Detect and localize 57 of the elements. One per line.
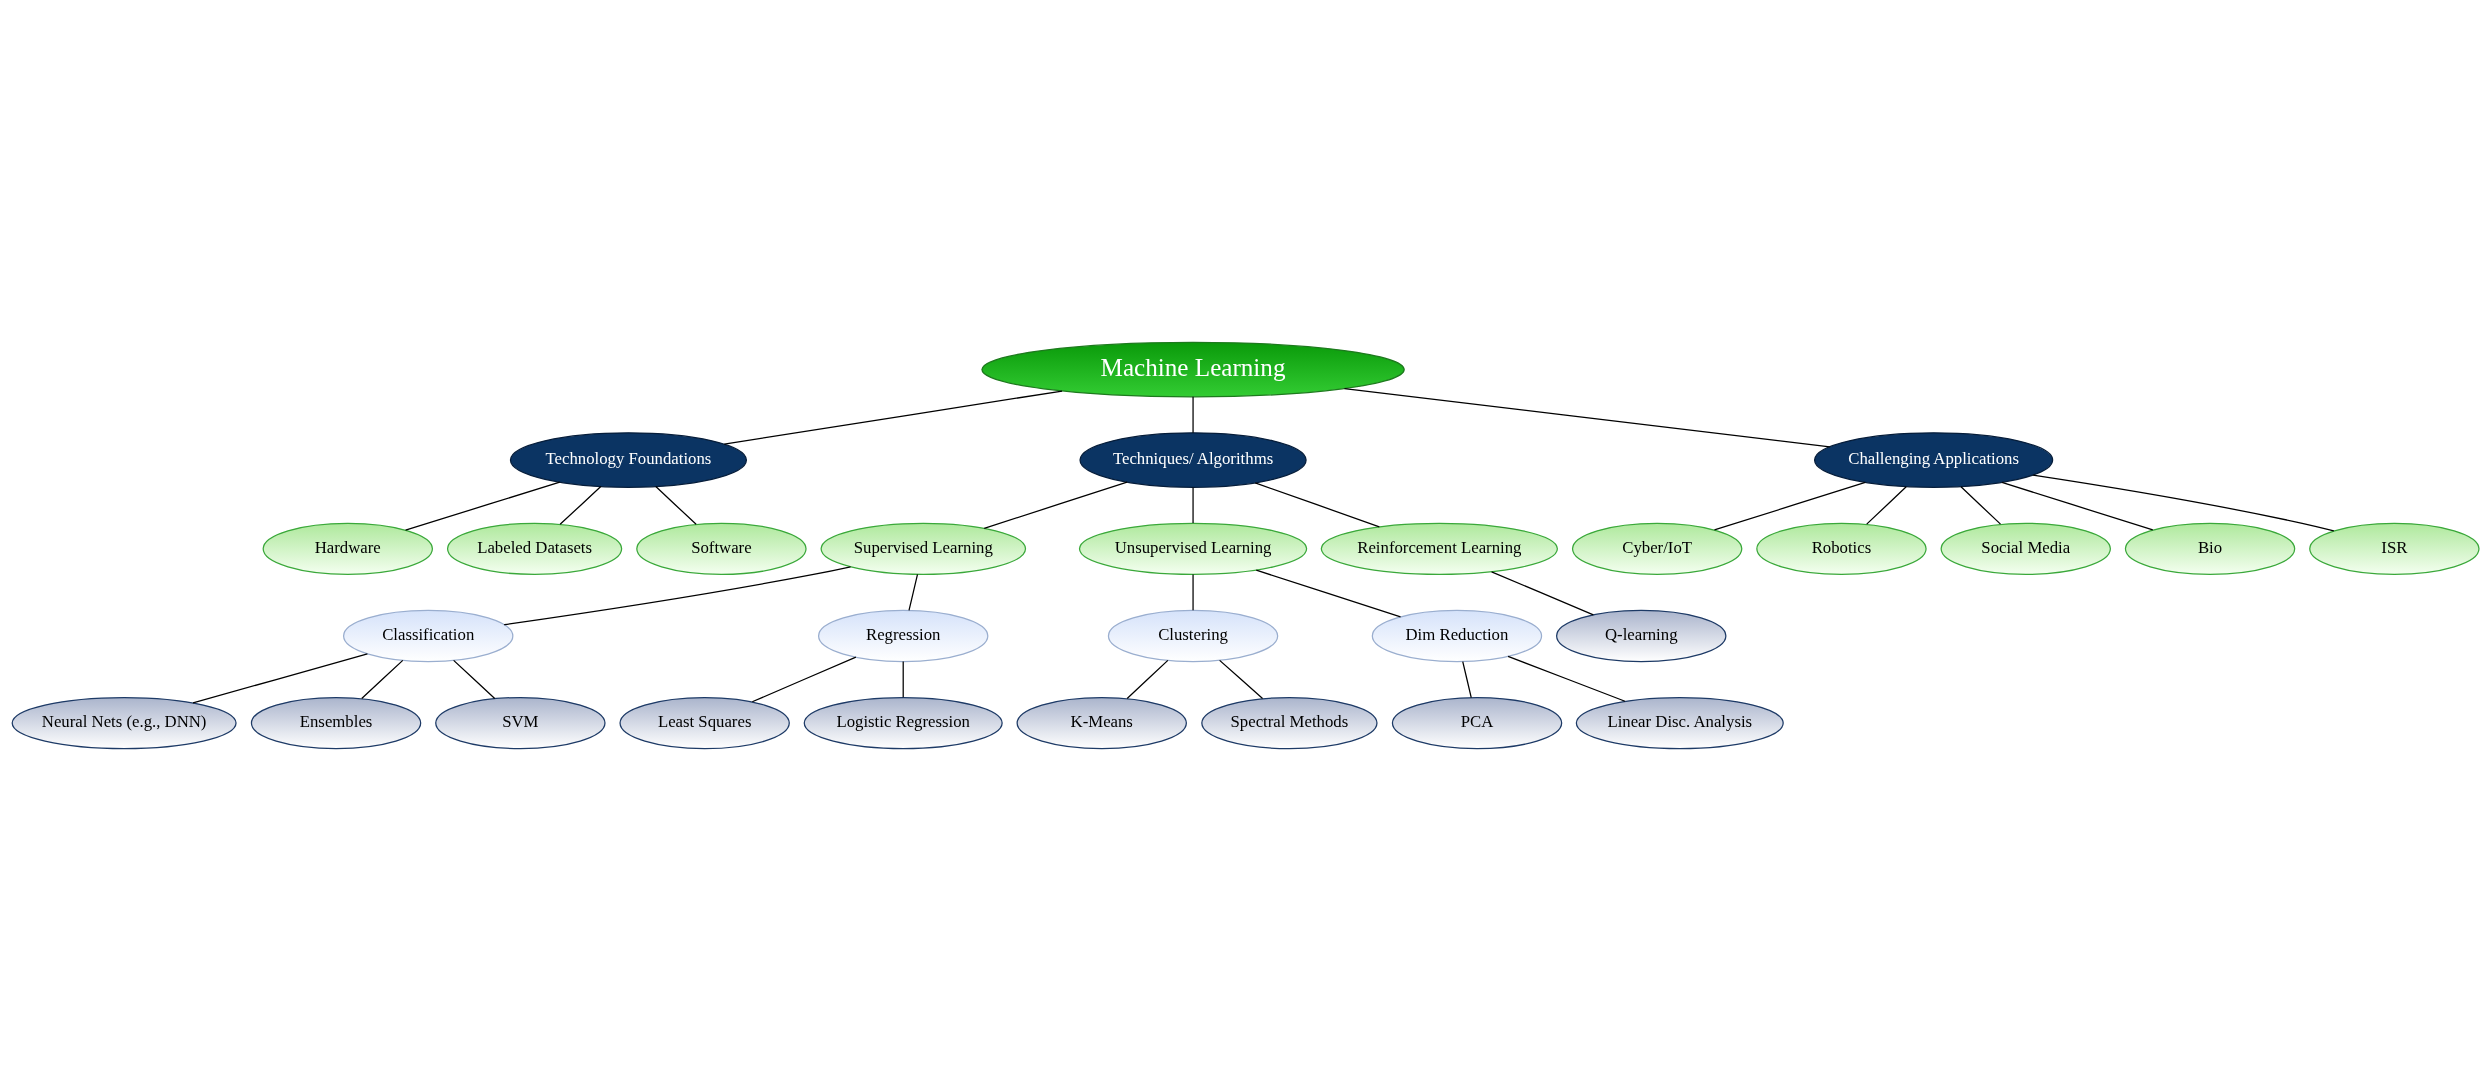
- connector: [1255, 569, 1402, 617]
- connector: [1219, 659, 1264, 699]
- node-ellipse: Social Media: [1940, 522, 2111, 575]
- node-ellipse: Regression: [817, 609, 989, 662]
- connector: [983, 481, 1128, 529]
- connector: [1866, 485, 1907, 525]
- node-ellipse: Reinforcement Learning: [1320, 522, 1558, 575]
- node-ellipse: ISR: [2309, 522, 2480, 575]
- node-ellipse: PCA: [1391, 696, 1563, 749]
- connector: [1462, 660, 1472, 698]
- node-ellipse: Spectral Methods: [1201, 696, 1378, 749]
- node-ellipse: Robotics: [1756, 522, 1927, 575]
- node-ellipse: Cyber/IoT: [1571, 522, 1743, 575]
- node-ellipse: Machine Learning: [981, 341, 1405, 397]
- connector: [1126, 659, 1169, 699]
- node-ellipse: Challenging Applications: [1813, 431, 2054, 488]
- connector: [1192, 573, 1194, 611]
- node-ellipse: Logistic Regression: [803, 696, 1003, 749]
- connector: [1343, 387, 1831, 447]
- node-ellipse: Technology Foundations: [509, 431, 747, 488]
- connector: [2001, 481, 2154, 531]
- node-ellipse: Unsupervised Learning: [1078, 522, 1308, 575]
- connector: [1713, 481, 1866, 531]
- node-ellipse: SVM: [435, 696, 606, 749]
- connector: [1507, 655, 1626, 702]
- node-ellipse: Software: [636, 522, 807, 575]
- node-ellipse: Linear Disc. Analysis: [1575, 696, 1784, 749]
- connector: [192, 652, 369, 703]
- node-ellipse: Labeled Datasets: [446, 522, 623, 575]
- connector: [1192, 486, 1194, 524]
- connector: [908, 573, 919, 611]
- connector: [655, 485, 697, 525]
- connector: [503, 565, 852, 625]
- node-ellipse: K-Means: [1016, 696, 1187, 749]
- node-ellipse: Classification: [342, 609, 514, 662]
- connector: [1960, 485, 2002, 525]
- node-ellipse: Supervised Learning: [820, 522, 1027, 575]
- connector: [559, 485, 602, 525]
- node-ellipse: Techniques/ Algorithms: [1079, 431, 1307, 488]
- node-ellipse: Q-learning: [1556, 609, 1727, 662]
- node-ellipse: Clustering: [1107, 609, 1279, 662]
- connector: [404, 481, 561, 531]
- connector: [1254, 481, 1380, 527]
- connector: [361, 659, 404, 699]
- connector: [2032, 474, 2335, 532]
- node-ellipse: Least Squares: [619, 696, 790, 749]
- connector: [723, 389, 1063, 445]
- node-ellipse: Hardware: [262, 522, 434, 575]
- connector: [453, 659, 496, 699]
- connector: [1490, 570, 1594, 615]
- node-ellipse: Ensembles: [250, 696, 422, 749]
- node-ellipse: Neural Nets (e.g., DNN): [11, 696, 237, 749]
- connector: [751, 656, 857, 702]
- connector: [1192, 395, 1194, 433]
- node-ellipse: Bio: [2124, 522, 2296, 575]
- node-ellipse: Dim Reduction: [1371, 609, 1543, 662]
- connector: [902, 660, 904, 698]
